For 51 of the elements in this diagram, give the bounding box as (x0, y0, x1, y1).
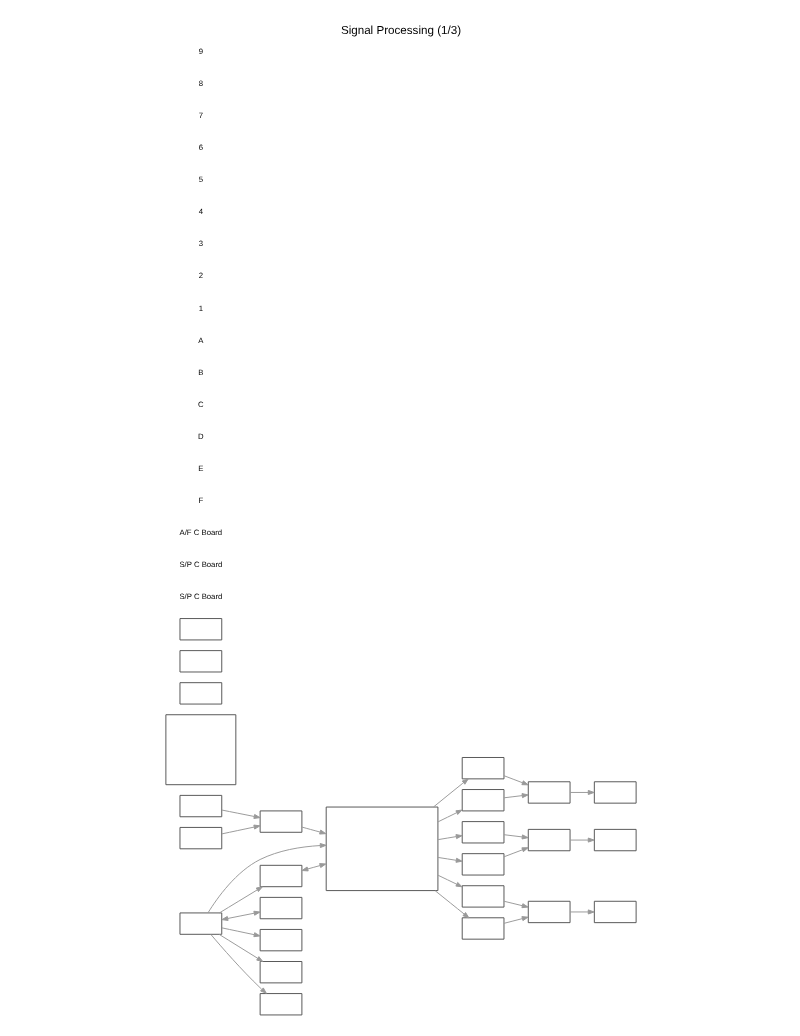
node-box (258, 810, 302, 833)
node-box (460, 853, 504, 876)
node-box (164, 714, 236, 786)
node-box (592, 900, 636, 924)
arrow (436, 809, 462, 823)
arrow (436, 874, 462, 888)
arrow (502, 834, 528, 840)
node-box (460, 821, 504, 844)
node-box (178, 682, 222, 705)
node-box (526, 900, 570, 924)
node-box (258, 896, 302, 920)
arrow (432, 778, 468, 808)
arrow (568, 837, 594, 843)
arrow (568, 909, 594, 915)
node-box (460, 917, 504, 940)
arrow (220, 910, 260, 921)
node-box (178, 650, 222, 673)
arrow (502, 775, 528, 786)
node-box (324, 806, 438, 892)
node-box (460, 757, 504, 780)
node-box (258, 993, 302, 1016)
node-box (178, 794, 222, 818)
node-box (178, 912, 222, 935)
node-box (460, 789, 504, 812)
node-box (178, 826, 222, 850)
arrow (206, 843, 326, 914)
arrow (433, 890, 469, 919)
node-box (592, 781, 636, 804)
arrow (502, 916, 528, 924)
node-box (258, 961, 302, 984)
arrow (502, 847, 528, 858)
arrow (220, 927, 260, 938)
arrow (502, 900, 528, 909)
arrow (220, 809, 260, 819)
arrow (436, 834, 462, 841)
arrow (502, 793, 528, 799)
node-box (258, 864, 302, 888)
node-box (460, 885, 504, 908)
node-box (178, 618, 222, 641)
arrow (436, 856, 462, 863)
arrow (218, 886, 262, 914)
arrow (300, 863, 326, 872)
arrow (220, 824, 260, 835)
arrow (209, 934, 266, 994)
node-box (258, 928, 302, 952)
node-box (592, 828, 636, 852)
node-box (526, 781, 570, 804)
arrow (568, 789, 594, 795)
arrow (217, 933, 263, 962)
arrow (300, 826, 326, 835)
node-box (526, 828, 570, 852)
